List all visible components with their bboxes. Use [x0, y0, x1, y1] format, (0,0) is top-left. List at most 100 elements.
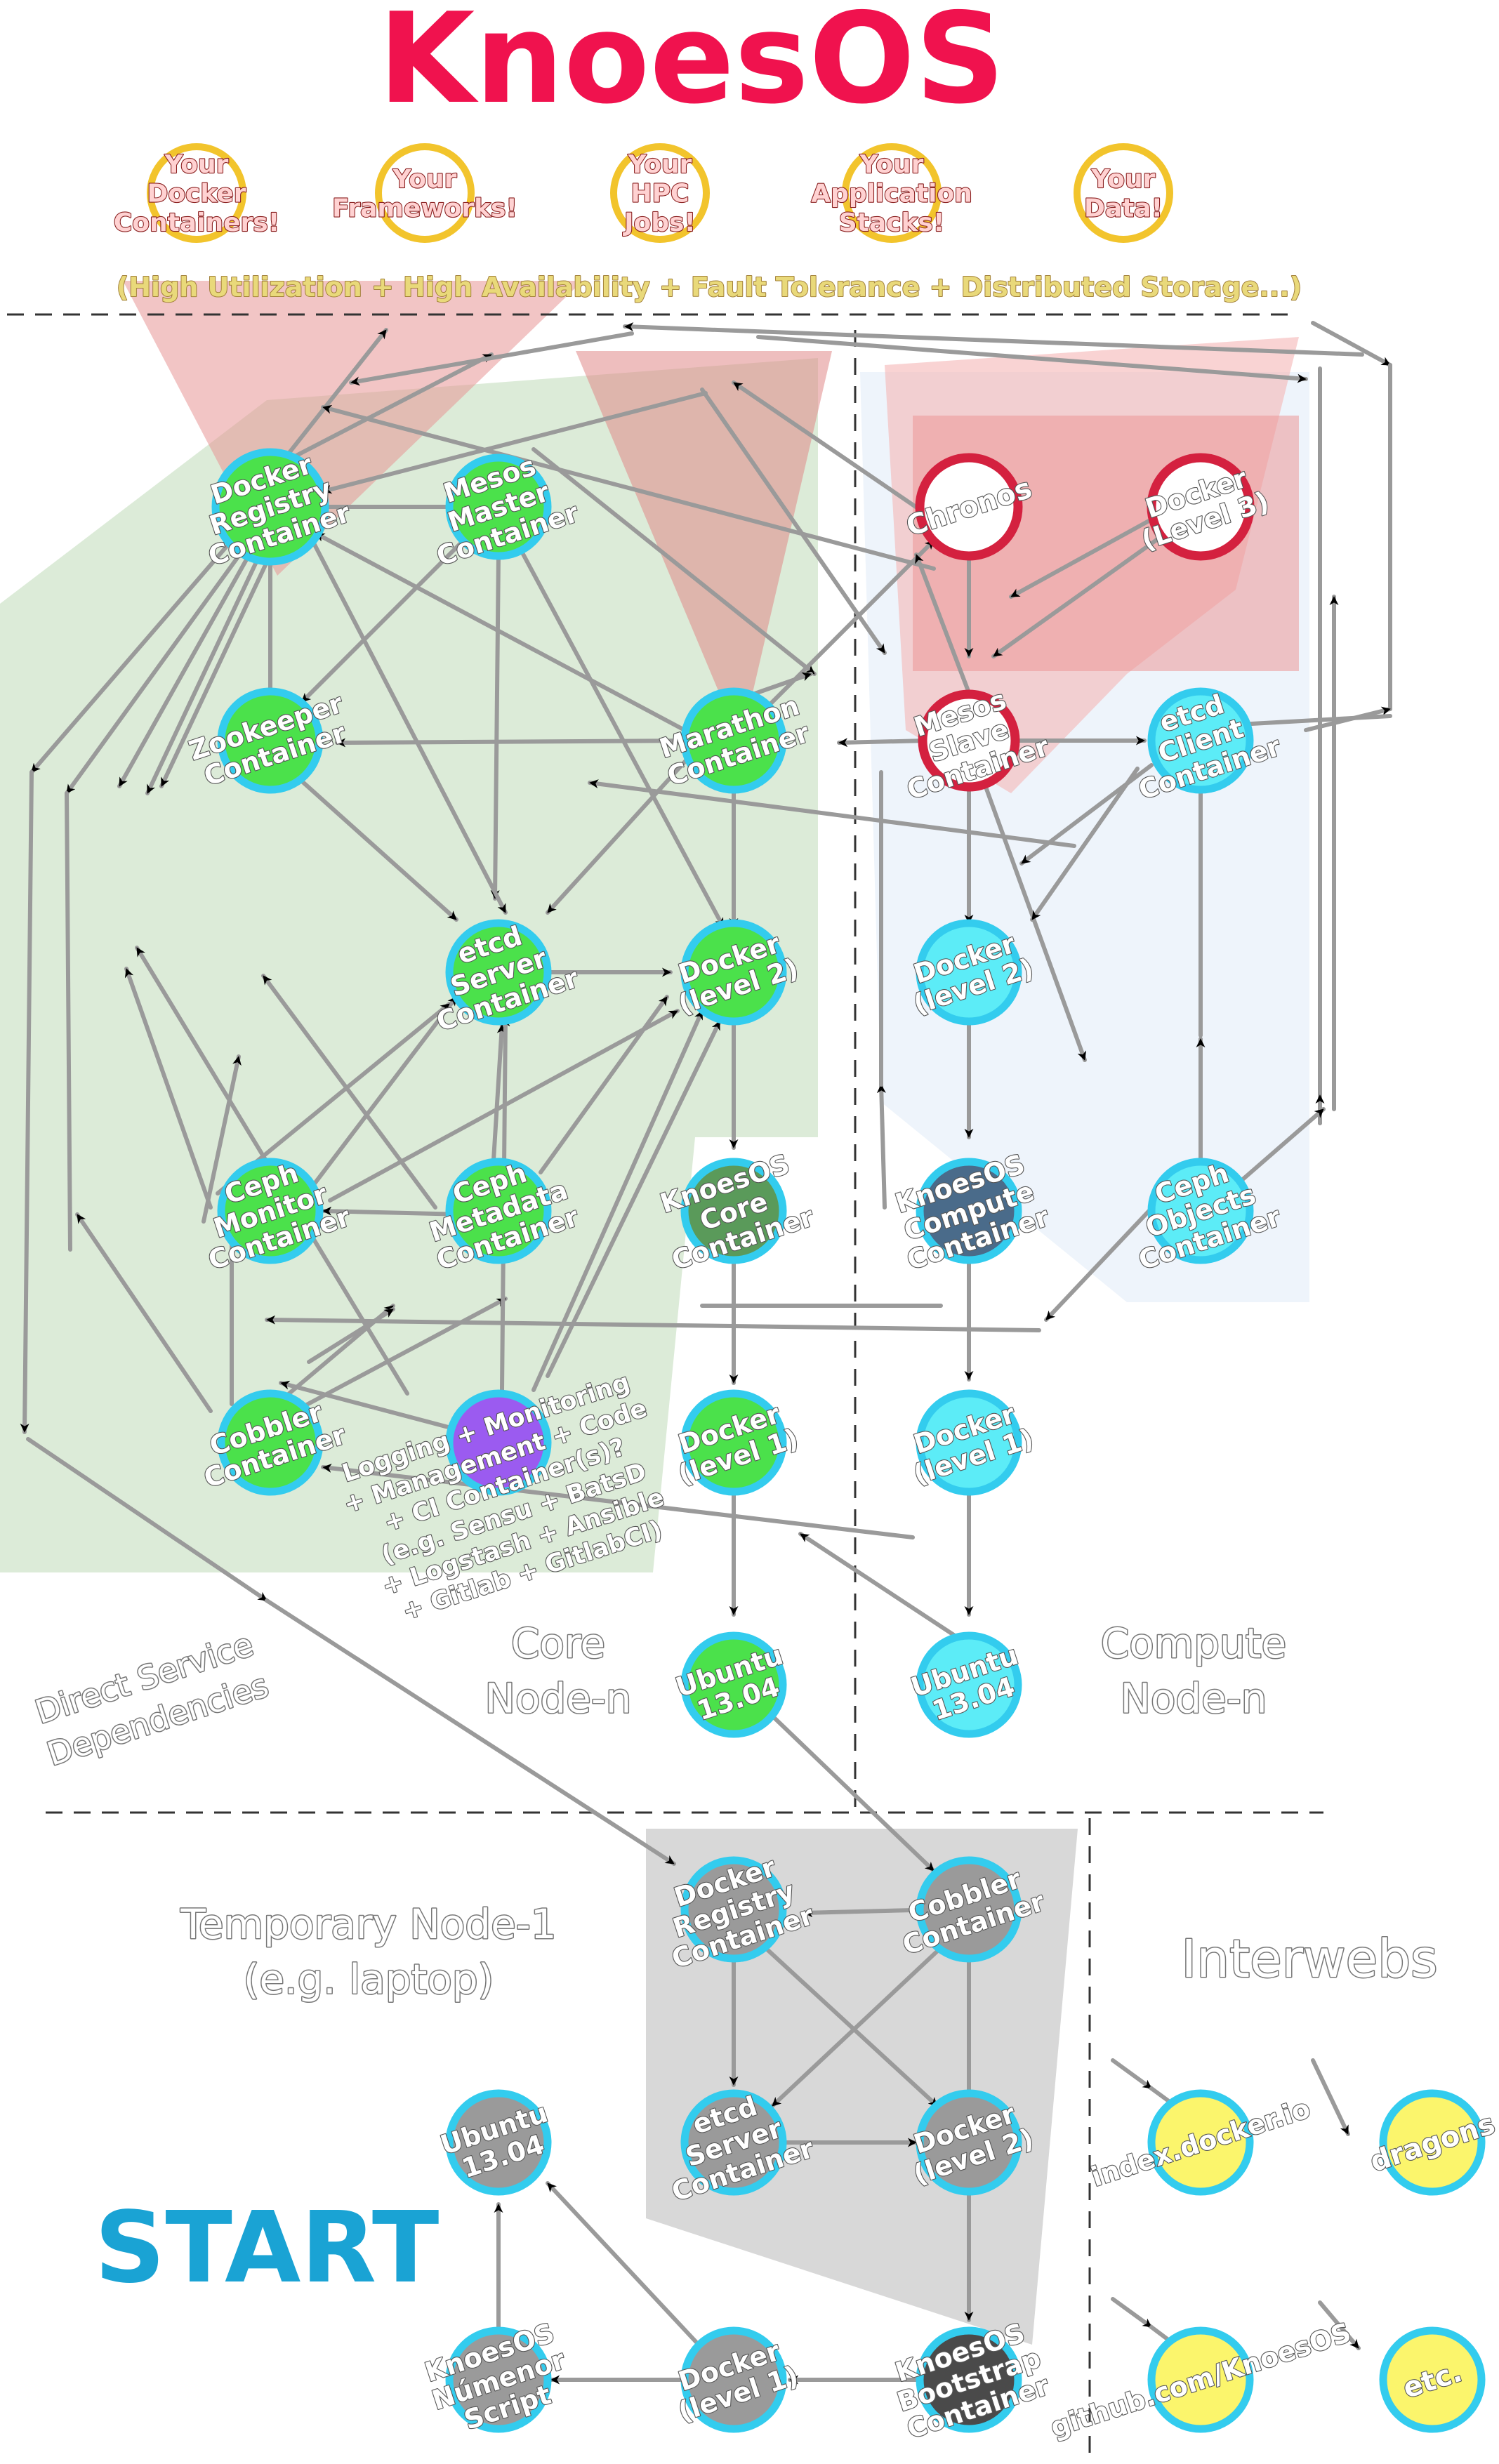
compute-mesos-slave-circle: [918, 689, 1020, 792]
offering-label-line: Frameworks!: [332, 194, 517, 223]
temp-docker-level1-circle: [680, 2326, 787, 2433]
temp-knoesos-numenor-circle: [445, 2326, 552, 2433]
edge: [321, 391, 708, 494]
edge: [1044, 1191, 1168, 1322]
edge: [837, 738, 929, 748]
offering-label-line: Your: [164, 150, 229, 179]
web-github-node: github.com/KnoesOS: [1046, 2316, 1356, 2444]
web-etc-node: etc.: [1379, 2326, 1486, 2433]
edge: [1311, 321, 1392, 367]
core-node-region: [0, 358, 818, 1572]
core-docker-level2-circle: [680, 919, 787, 1026]
core-marathon-circle: [680, 687, 787, 794]
edge: [265, 1315, 1041, 1332]
edge: [876, 1082, 887, 1210]
edge: [349, 331, 634, 386]
temp-docker-level2-circle: [916, 2089, 1022, 2196]
edge: [310, 538, 508, 915]
core-mesos-master-node: MesosMasterContainer: [432, 449, 583, 572]
edge: [914, 552, 975, 704]
offering-label-line: Containers!: [114, 208, 279, 237]
zone-label-temporary-line: (e.g. laptop): [244, 1955, 494, 2003]
zone-label-interwebs-line: Interwebs: [1181, 1929, 1437, 1989]
edge: [1311, 2058, 1350, 2136]
temp-cobbler-circle: [916, 1856, 1022, 1963]
compute-ubuntu-node: Ubuntu13.04: [906, 1631, 1031, 1738]
compute-chronos-node: Chronos: [902, 453, 1036, 561]
core-zookeeper-circle: [217, 687, 324, 794]
core-knoesos-core-circle: [680, 1158, 787, 1264]
temp-knoesos-bootstrap-circle: [916, 2326, 1022, 2433]
edge: [335, 738, 697, 748]
temp-ubuntu-circle: [445, 2089, 552, 2196]
web-dragons-circle: [1379, 2089, 1486, 2196]
zone-label-compute-line: Compute: [1101, 1620, 1286, 1667]
compute-ubuntu-circle: [916, 1631, 1022, 1738]
background-regions: [0, 281, 1309, 2345]
dependency-edges: [20, 321, 1392, 2385]
temp-etcd-server-label: etcdServerContainer: [650, 2078, 817, 2208]
zone-label-interwebs: Interwebs: [1181, 1929, 1437, 1989]
scheduler-funnel: [576, 351, 832, 744]
core-etcd-server-circle: [445, 919, 552, 1026]
edge: [300, 538, 465, 704]
edge: [770, 1942, 946, 2108]
edge: [531, 447, 817, 676]
edge: [588, 779, 1076, 848]
compute-ubuntu-label: Ubuntu13.04: [907, 1640, 1031, 1731]
edge: [760, 1704, 936, 1873]
edge: [20, 770, 34, 1434]
edge: [1241, 1107, 1326, 1181]
edge: [490, 552, 501, 901]
edge: [29, 538, 234, 774]
edge: [1318, 2300, 1361, 2350]
compute-ceph-objects-circle: [1147, 1158, 1254, 1264]
offering-label-line: Jobs!: [622, 208, 696, 237]
core-docker-level1-circle: [680, 1389, 787, 1496]
offering-label-line: Application: [811, 180, 972, 208]
edge: [517, 545, 725, 929]
edge: [310, 995, 458, 1188]
edge: [286, 767, 458, 922]
compute-docker-level1-node: Docker(level 1): [909, 1389, 1038, 1496]
core-cobbler-circle: [217, 1389, 324, 1496]
edge: [261, 974, 437, 1210]
core-ceph-metadata-node: CephMetadataContainer: [425, 1157, 583, 1277]
offering-ring: [1074, 143, 1173, 243]
page-title: KnoesOS: [378, 0, 1005, 131]
offering-ring: [147, 143, 246, 243]
node-dividers: [7, 313, 1323, 2460]
edge: [546, 2181, 701, 2347]
zone-label-core-line: Node-n: [484, 1674, 631, 1722]
zone-label-core-line: Core: [511, 1620, 605, 1667]
temp-docker-level2-node: Docker(level 2): [909, 2089, 1038, 2196]
edge: [293, 1297, 508, 1413]
edge: [314, 531, 687, 732]
web-dragons-node: dragons: [1366, 2089, 1499, 2196]
edge: [117, 552, 251, 788]
edge: [623, 322, 1364, 357]
offering-label-line: Docker: [147, 180, 246, 208]
edge: [75, 1212, 213, 1413]
edge: [700, 388, 887, 655]
core-docker-registry-circle: [211, 448, 329, 566]
temp-ubuntu-node: Ubuntu13.04: [436, 2089, 552, 2196]
edge: [1009, 517, 1154, 599]
edge: [531, 1009, 704, 1392]
edge: [321, 1463, 915, 1539]
edge: [159, 552, 272, 788]
edge: [756, 538, 936, 718]
core-docker-level1-node: Docker(level 1): [673, 1389, 803, 1496]
edge: [279, 328, 388, 465]
compute-knoesos-compute-circle: [916, 1158, 1022, 1264]
zone-label-compute-line: Node-n: [1120, 1674, 1267, 1722]
edge: [265, 1598, 676, 1866]
edge: [798, 1532, 957, 1638]
